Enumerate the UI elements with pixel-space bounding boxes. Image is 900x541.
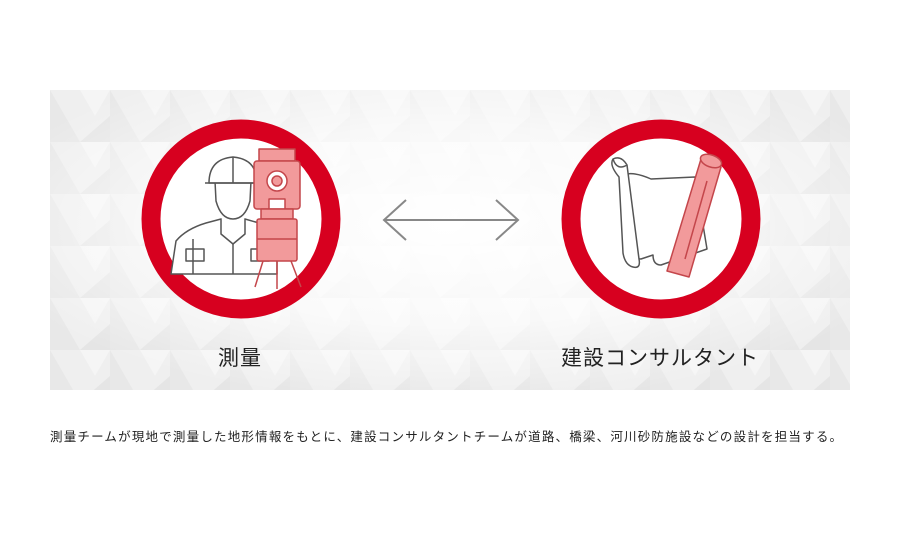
illustration-panel: 測量 建設コンサルタント xyxy=(50,90,850,390)
blueprint-rolls-icon xyxy=(561,119,761,319)
description-text: 測量チームが現地で測量した地形情報をもとに、建設コンサルタントチームが道路、橋梁… xyxy=(50,428,844,444)
surveyor-with-total-station-icon xyxy=(141,119,341,319)
construction-consultant-label: 建設コンサルタント xyxy=(561,346,759,370)
double-arrow-icon xyxy=(382,199,520,241)
surveying-label: 測量 xyxy=(218,346,262,370)
